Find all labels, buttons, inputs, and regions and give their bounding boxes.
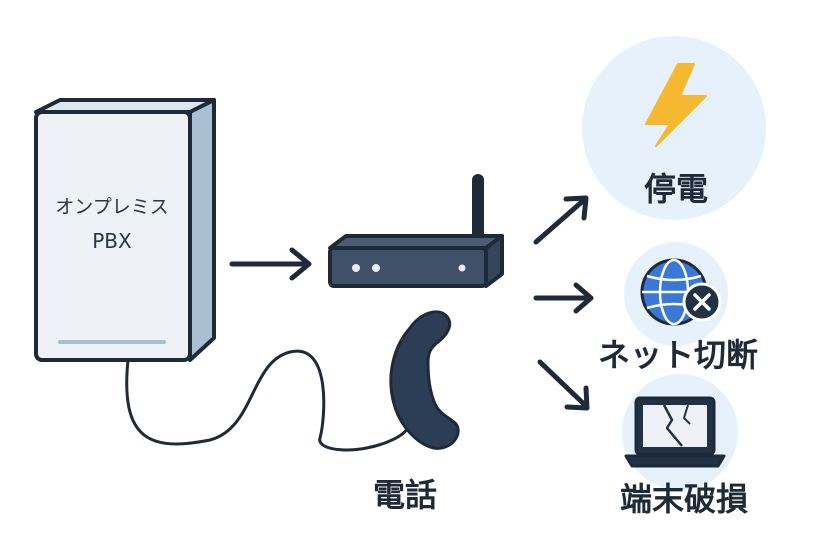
pbx-label-line2: PBX: [92, 229, 132, 253]
phone-cable: [125, 349, 414, 452]
arrow-to-device-damage: [537, 359, 590, 411]
arrow-pbx-to-router: [229, 247, 312, 281]
lightning-icon: [645, 63, 707, 147]
device-damage-label: 端末破損: [619, 480, 748, 518]
broken-laptop-icon: [624, 396, 726, 468]
globe-x-icon: [640, 258, 722, 326]
arrow-to-network-disconnect: [533, 282, 594, 314]
pbx-label-line1: オンプレミス: [55, 196, 169, 218]
network-disconnect-label: ネット切断: [597, 336, 758, 374]
router-icon: [328, 174, 504, 288]
arrow-to-power-outage: [533, 195, 589, 245]
telephone-label: 電話: [372, 476, 437, 514]
pbx-server: [34, 98, 216, 362]
power-outage-label: 停電: [643, 170, 708, 208]
telephone-handset-icon: [389, 310, 460, 450]
